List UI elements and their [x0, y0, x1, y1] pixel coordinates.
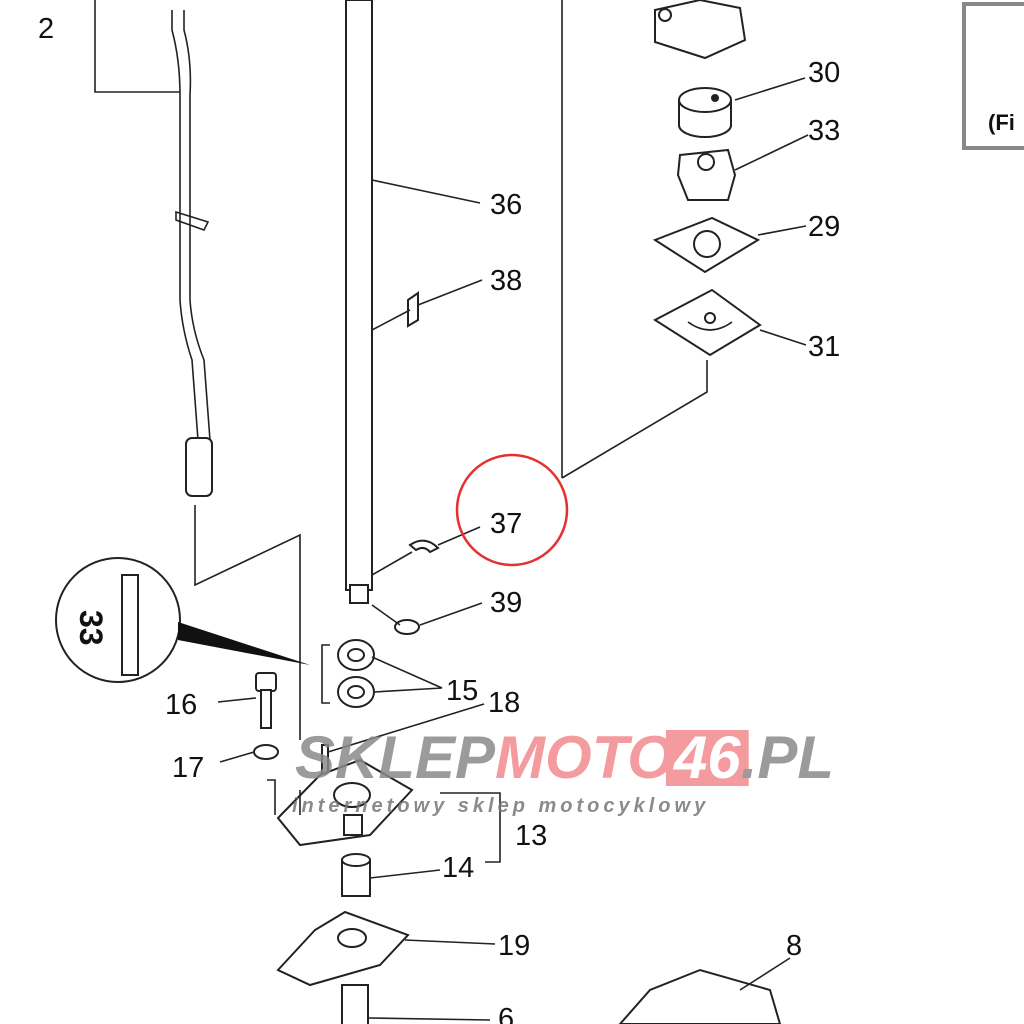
watermark-pl: .PL	[741, 724, 834, 791]
callout-17: 17	[172, 752, 204, 784]
watermark-sklep: SKLEP	[295, 724, 496, 791]
callout-2: 2	[38, 13, 54, 45]
pump-insert	[678, 87, 732, 138]
callout-14: 14	[442, 852, 474, 884]
watermark-pink-box	[665, 730, 749, 786]
callout-29: 29	[808, 211, 840, 243]
pump-housing	[654, 0, 747, 60]
spacer	[341, 984, 369, 1024]
callout-39: 39	[490, 587, 522, 619]
gasket	[652, 216, 761, 274]
gasket-plate	[276, 910, 410, 987]
lower-part	[618, 968, 782, 1024]
callout-18: 18	[488, 687, 520, 719]
callout-6: 6	[498, 1003, 514, 1024]
bolt-washer	[253, 744, 279, 760]
washer	[394, 619, 420, 635]
inset-box: (Fi	[962, 2, 1024, 150]
callout-16: 16	[165, 689, 197, 721]
callout-36: 36	[490, 189, 522, 221]
pump-base-housing	[276, 758, 501, 863]
bushing	[341, 853, 371, 897]
callout-38: 38	[490, 265, 522, 297]
callout-8: 8	[786, 930, 802, 962]
watermark-moto: MOTO	[495, 724, 674, 791]
highlight-circle	[455, 453, 569, 567]
woodruff-key	[407, 291, 419, 328]
outer-plate	[561, 288, 762, 479]
shift-rod	[94, 0, 301, 740]
leader-lines	[217, 77, 809, 1021]
drive-shaft	[345, 0, 563, 604]
callout-33: 33	[808, 115, 840, 147]
circlip	[408, 539, 440, 554]
callout-15: 15	[446, 675, 478, 707]
callouts: 2 30 33 36 29 38 31 37 39 15 16 18 17 13…	[38, 13, 840, 1024]
callout-30: 30	[808, 57, 840, 89]
bolt	[255, 672, 277, 729]
impeller	[676, 148, 737, 201]
watermark: SKLEPMOTO46.PL internetowy sklep motocyk…	[292, 724, 834, 817]
callout-37: 37	[490, 508, 522, 540]
watermark-tagline: internetowy sklep motocyklowy	[292, 795, 709, 817]
watermark-logo: SKLEPMOTO46.PL	[295, 724, 834, 791]
grease-inset: 33	[55, 557, 310, 683]
bearings	[321, 639, 375, 708]
inset-box-text: (Fi	[988, 110, 1015, 135]
watermark-46: 46	[673, 724, 741, 791]
callout-19: 19	[498, 930, 530, 962]
inset-circle-text: 33	[73, 610, 109, 646]
callout-13: 13	[515, 820, 547, 852]
callout-31: 31	[808, 331, 840, 363]
